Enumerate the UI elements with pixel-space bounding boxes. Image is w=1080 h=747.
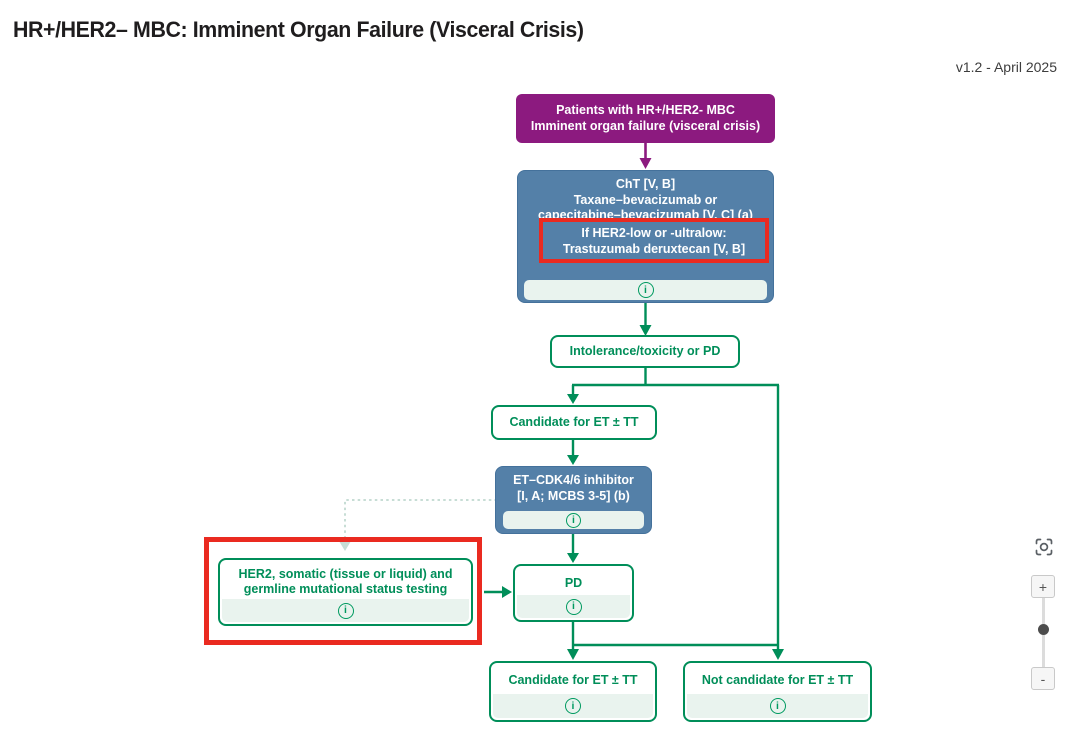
intolerance-box: Intolerance/toxicity or PD — [550, 335, 740, 368]
candidate-et-final-box: Candidate for ET ± TT i — [489, 661, 657, 722]
cht-info-button[interactable]: i — [524, 280, 767, 300]
fit-view-icon[interactable] — [1033, 536, 1055, 558]
zoom-in-button[interactable]: + — [1031, 575, 1055, 598]
patients-box-line1: Patients with HR+/HER2- MBC — [556, 103, 735, 117]
pd-label: PD — [564, 575, 583, 590]
testing-line2: germline mutational status testing — [243, 581, 448, 596]
highlight-frame-her2low: If HER2-low or -ultralow: Trastuzumab de… — [539, 218, 769, 263]
pd-info-button[interactable]: i — [517, 595, 630, 618]
not-candidate-et-label: Not candidate for ET ± TT — [701, 673, 854, 687]
info-icon: i — [565, 698, 581, 714]
cht-box: ChT [V, B] Taxane–bevacizumab or capecit… — [517, 170, 774, 303]
et-cdk46-line2: [I, A; MCBS 3-5] (b) — [517, 488, 630, 503]
her2low-line2: Trastuzumab deruxtecan [V, B] — [562, 241, 746, 256]
page-title: HR+/HER2– MBC: Imminent Organ Failure (V… — [13, 17, 584, 42]
et-cdk46-info-button[interactable]: i — [503, 511, 644, 529]
et-cdk46-box: ET–CDK4/6 inhibitor [I, A; MCBS 3-5] (b)… — [495, 466, 652, 534]
testing-line1: HER2, somatic (tissue or liquid) and — [238, 566, 453, 581]
candidate-et-box: Candidate for ET ± TT — [491, 405, 657, 440]
cht-line1: ChT [V, B] — [615, 177, 676, 191]
testing-box: HER2, somatic (tissue or liquid) and ger… — [218, 558, 473, 626]
pd-box: PD i — [513, 564, 634, 622]
patients-box: Patients with HR+/HER2- MBC Imminent org… — [516, 94, 775, 143]
intolerance-label: Intolerance/toxicity or PD — [569, 344, 721, 358]
highlight-frame-testing — [204, 537, 482, 645]
testing-info-button[interactable]: i — [222, 599, 469, 622]
not-candidate-info-button[interactable]: i — [687, 694, 868, 718]
zoom-out-button[interactable]: - — [1031, 667, 1055, 690]
info-icon: i — [565, 598, 582, 615]
info-icon: i — [566, 512, 581, 528]
info-icon: i — [769, 698, 786, 714]
zoom-slider-handle[interactable] — [1038, 624, 1049, 635]
not-candidate-et-box: Not candidate for ET ± TT i — [683, 661, 872, 722]
candidate-et-final-info-button[interactable]: i — [493, 694, 653, 718]
patients-box-line2: Imminent organ failure (visceral crisis) — [530, 118, 761, 133]
cht-line2: Taxane–bevacizumab or — [573, 192, 718, 207]
info-icon: i — [637, 282, 654, 298]
candidate-et-final-label: Candidate for ET ± TT — [508, 673, 638, 687]
her2low-line1: If HER2-low or -ultralow: — [581, 225, 727, 240]
candidate-et-label: Candidate for ET ± TT — [509, 415, 639, 429]
info-icon: i — [337, 602, 354, 619]
et-cdk46-line1: ET–CDK4/6 inhibitor — [513, 473, 634, 487]
version-label: v1.2 - April 2025 — [955, 59, 1057, 75]
